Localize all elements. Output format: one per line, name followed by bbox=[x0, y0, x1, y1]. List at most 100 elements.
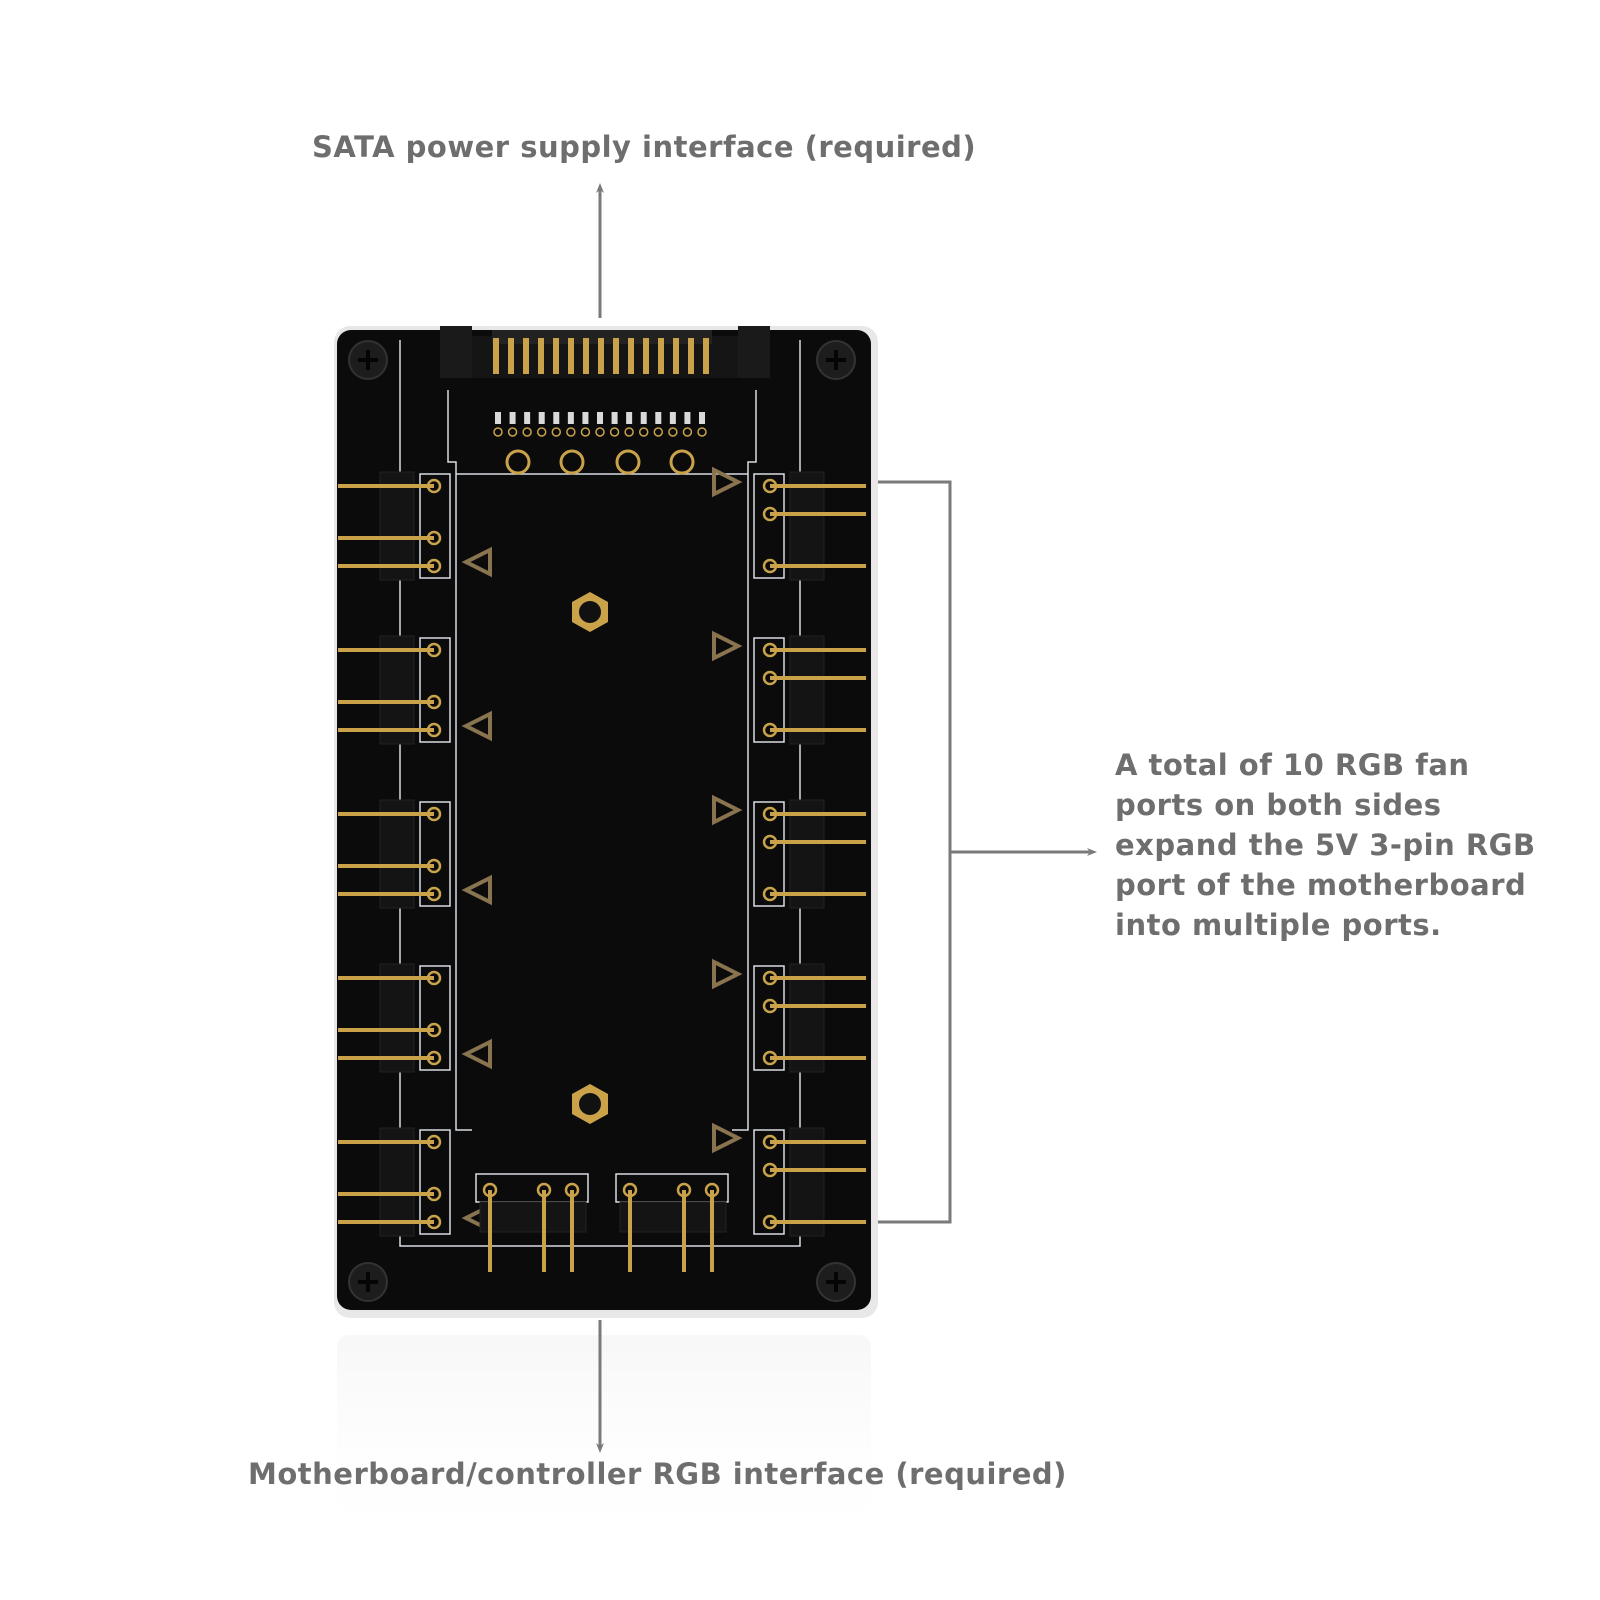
sata-pad-ring bbox=[522, 427, 532, 437]
sata-contact bbox=[658, 338, 664, 374]
pin1-triangle-icon bbox=[461, 546, 492, 578]
motherboard-input-headers bbox=[475, 1173, 729, 1272]
sata-pad bbox=[495, 412, 501, 424]
pin1-triangle-icon bbox=[461, 710, 492, 742]
sata-contact bbox=[598, 338, 604, 374]
sata-pad-ring bbox=[653, 427, 664, 437]
sata-contact bbox=[688, 338, 694, 374]
corner-screws bbox=[348, 340, 856, 1302]
fan-port bbox=[712, 1122, 866, 1237]
sata-contact bbox=[583, 338, 589, 374]
label-sata-interface: SATA power supply interface (required) bbox=[312, 130, 977, 164]
fan-port-pin bbox=[338, 728, 434, 732]
input-pin bbox=[542, 1190, 546, 1272]
rgb-input-header bbox=[615, 1173, 729, 1272]
sata-pad bbox=[597, 412, 603, 424]
sata-pad bbox=[669, 412, 676, 424]
fan-port-pin bbox=[770, 1220, 866, 1224]
sata-contact bbox=[673, 338, 679, 374]
sata-pad bbox=[538, 412, 545, 424]
fan-port-pin bbox=[770, 648, 866, 652]
fan-port-pin bbox=[338, 812, 434, 816]
sata-pad-ring bbox=[493, 427, 503, 437]
fan-port bbox=[338, 471, 492, 581]
sata-pad bbox=[626, 412, 633, 424]
fan-port-pin bbox=[770, 1140, 866, 1144]
sata-pad-ring bbox=[697, 427, 707, 437]
fan-port-pin bbox=[338, 564, 434, 568]
pcb-traces bbox=[399, 340, 801, 1247]
bracket-right bbox=[876, 480, 1097, 1224]
input-pin bbox=[570, 1190, 574, 1272]
fan-port bbox=[338, 799, 492, 909]
sata-pad-ring bbox=[682, 427, 693, 437]
pin1-triangle-icon bbox=[712, 630, 743, 662]
pin1-triangle-icon bbox=[461, 1038, 492, 1070]
screw-top-left bbox=[348, 340, 388, 380]
sata-pad bbox=[655, 412, 662, 424]
fan-port-pin bbox=[338, 1220, 434, 1224]
fan-port-pin bbox=[770, 564, 866, 568]
sata-pad bbox=[524, 412, 531, 424]
input-pin bbox=[682, 1190, 686, 1272]
fan-port bbox=[338, 963, 492, 1073]
sata-pad-ring bbox=[638, 427, 649, 437]
rgb-hub-board bbox=[334, 326, 878, 1318]
mounting-holes bbox=[572, 592, 608, 1124]
fan-port-pin bbox=[770, 676, 866, 680]
sata-pad-ring bbox=[536, 427, 547, 437]
sata-contact bbox=[613, 338, 619, 374]
rgb-input-header bbox=[475, 1173, 589, 1272]
sata-contact bbox=[493, 338, 499, 374]
fan-port-pin bbox=[338, 484, 434, 488]
device-reflection bbox=[330, 1330, 875, 1530]
fan-port-pin bbox=[770, 1004, 866, 1008]
fan-port-pin bbox=[770, 512, 866, 516]
fan-port-pin bbox=[338, 1056, 434, 1060]
fan-port bbox=[712, 794, 866, 909]
pin1-triangle-icon bbox=[461, 874, 492, 906]
fan-port-pin bbox=[338, 976, 434, 980]
label-fan-ports: A total of 10 RGB fan ports on both side… bbox=[1115, 748, 1536, 942]
sata-contact bbox=[523, 338, 529, 374]
fan-port-pin bbox=[770, 1168, 866, 1172]
sata-contact bbox=[628, 338, 634, 374]
sata-contact bbox=[553, 338, 559, 374]
input-pin bbox=[628, 1190, 632, 1272]
fan-port bbox=[712, 630, 866, 745]
input-pin bbox=[488, 1190, 492, 1272]
pin1-triangle-icon bbox=[712, 1122, 743, 1154]
sata-contact bbox=[568, 338, 574, 374]
right-fan-ports bbox=[712, 466, 866, 1237]
sata-pad-ring bbox=[566, 427, 576, 437]
fan-port-pin bbox=[770, 812, 866, 816]
sata-pad-ring bbox=[580, 427, 591, 437]
pin1-triangle-icon bbox=[712, 958, 743, 990]
fan-port-pin bbox=[338, 1192, 434, 1196]
fan-port-pin bbox=[338, 700, 434, 704]
screw-bottom-left bbox=[348, 1262, 388, 1302]
fan-port-pin bbox=[338, 536, 434, 540]
sata-vias bbox=[505, 449, 695, 475]
label-rgb-interface: Motherboard/controller RGB interface (re… bbox=[248, 1457, 1067, 1491]
sata-contact bbox=[508, 338, 514, 374]
fan-port-pin bbox=[338, 648, 434, 652]
sata-pad-ring bbox=[668, 427, 678, 437]
mount-hole-upper bbox=[572, 592, 608, 632]
fan-port-pin bbox=[770, 840, 866, 844]
sata-pad bbox=[684, 412, 691, 424]
sata-pad-ring bbox=[507, 427, 518, 437]
sata-pad bbox=[699, 412, 705, 424]
fan-port-pin bbox=[770, 728, 866, 732]
input-pin bbox=[710, 1190, 714, 1272]
fan-port-pin bbox=[770, 1056, 866, 1060]
sata-pad bbox=[567, 412, 574, 424]
sata-pad bbox=[553, 412, 560, 424]
sata-contact bbox=[643, 338, 649, 374]
sata-pad bbox=[640, 412, 647, 424]
sata-pad-ring bbox=[609, 427, 620, 437]
fan-port bbox=[338, 635, 492, 745]
fan-port-pin bbox=[770, 484, 866, 488]
sata-contact bbox=[703, 338, 709, 374]
screw-top-right bbox=[816, 340, 856, 380]
